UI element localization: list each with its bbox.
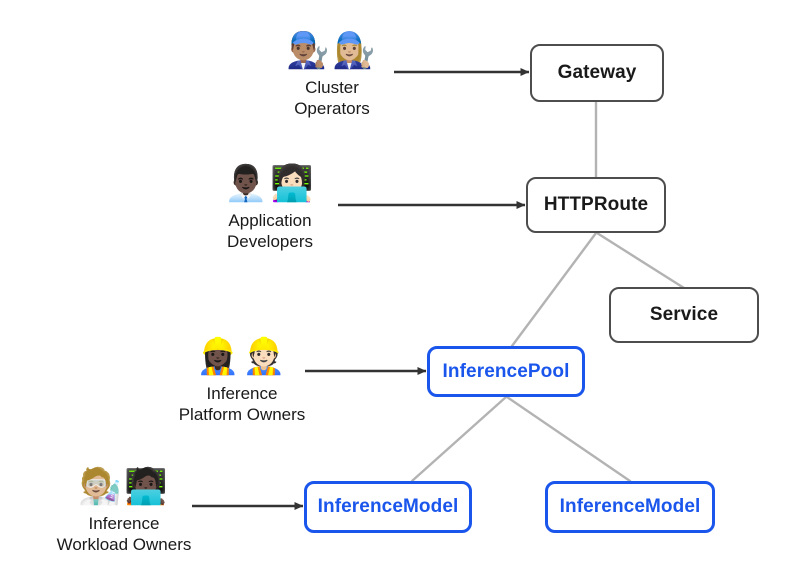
- node-gateway[interactable]: Gateway: [530, 44, 664, 102]
- persona-inference-workload-owners-label: Inference Workload Owners: [56, 514, 192, 554]
- inference-platform-owners-icon: 👷🏿‍♀️👷🏻: [196, 336, 288, 377]
- persona-inference-platform-owners: 👷🏿‍♀️👷🏻 Inference Platform Owners: [146, 336, 338, 425]
- node-inferencemodel-left[interactable]: InferenceModel: [304, 481, 472, 533]
- node-inferencepool[interactable]: InferencePool: [427, 346, 585, 397]
- node-service[interactable]: Service: [609, 287, 759, 343]
- node-httproute[interactable]: HTTPRoute: [526, 177, 666, 233]
- link-inferencepool-inferencemodel-left: [410, 395, 508, 483]
- node-service-label: Service: [649, 304, 719, 325]
- persona-application-developers-label: Application Developers: [227, 211, 313, 251]
- cluster-operators-icon: 👨🏽‍🔧👩🏼‍🔧: [286, 30, 378, 71]
- node-inferencemodel-right[interactable]: InferenceModel: [545, 481, 715, 533]
- persona-cluster-operators-label: Cluster Operators: [294, 78, 370, 118]
- node-inferencemodel-left-label: InferenceModel: [317, 496, 459, 517]
- persona-application-developers: 👨🏿‍💼👩🏻‍💻 Application Developers: [188, 163, 352, 252]
- node-inferencepool-label: InferencePool: [442, 360, 570, 382]
- link-inferencepool-inferencemodel-right: [505, 395, 632, 483]
- node-httproute-label: HTTPRoute: [543, 194, 649, 215]
- node-gateway-label: Gateway: [557, 62, 637, 83]
- link-httproute-service: [595, 231, 686, 290]
- persona-inference-platform-owners-label: Inference Platform Owners: [178, 384, 306, 424]
- application-developers-icon: 👨🏿‍💼👩🏻‍💻: [224, 163, 316, 204]
- inference-workload-owners-icon: 🧑🏼‍🔬🧑🏿‍💻: [78, 466, 170, 507]
- node-inferencemodel-right-label: InferenceModel: [559, 496, 701, 517]
- persona-inference-workload-owners: 🧑🏼‍🔬🧑🏿‍💻 Inference Workload Owners: [24, 466, 224, 555]
- link-httproute-inferencepool: [510, 231, 598, 348]
- persona-cluster-operators: 👨🏽‍🔧👩🏼‍🔧 Cluster Operators: [250, 30, 414, 119]
